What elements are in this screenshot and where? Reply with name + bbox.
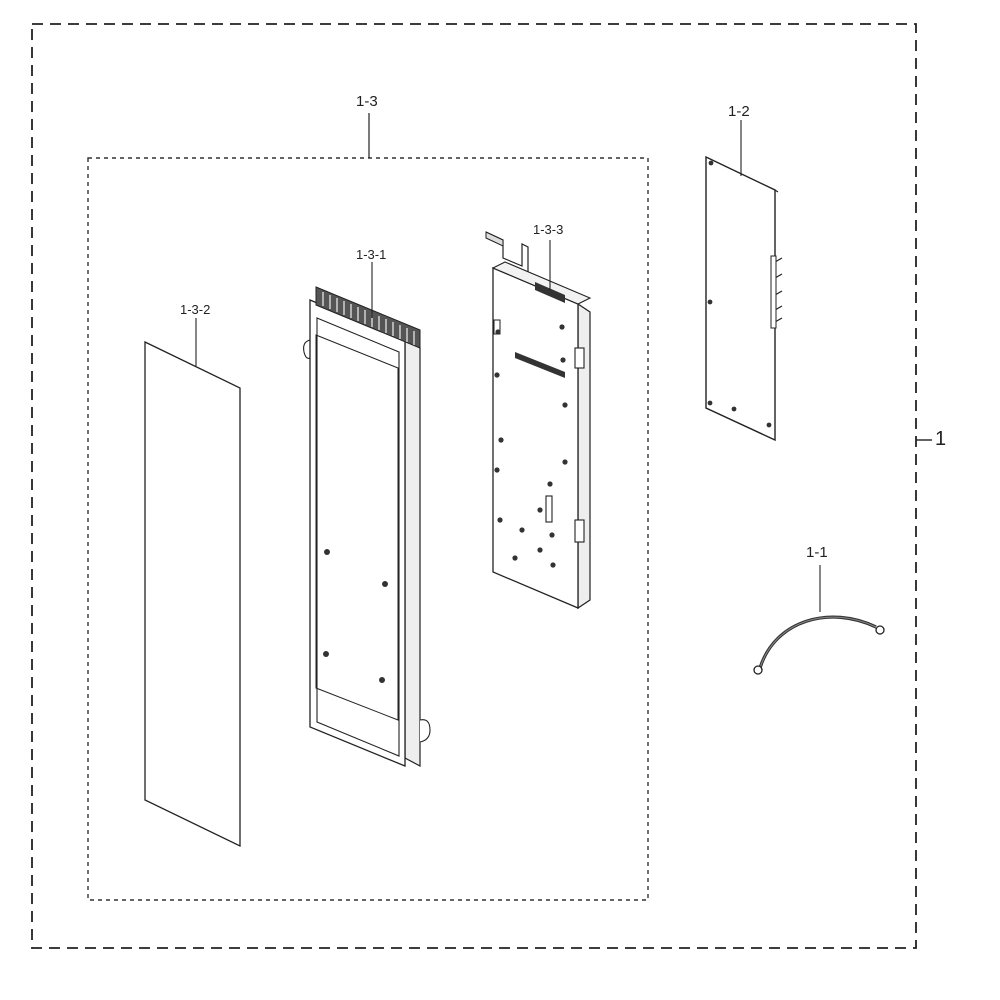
pcb-part [705,120,783,442]
label-door-film: 1-3-2 [180,302,211,317]
label-door-assy: 1-3 [356,93,378,110]
door-assy-boundary [87,157,649,901]
label-door-bracket: 1-3-3 [533,222,564,237]
label-cable: 1-1 [806,544,828,561]
door-bracket-part [485,231,592,610]
door-frame-part [303,262,431,767]
label-door-frame: 1-3-1 [356,247,387,262]
assembly-boundary [31,23,917,949]
label-assembly: 1 [935,428,947,450]
cable-part [753,565,885,675]
door-film-part [144,318,241,848]
label-pcb: 1-2 [728,103,750,120]
